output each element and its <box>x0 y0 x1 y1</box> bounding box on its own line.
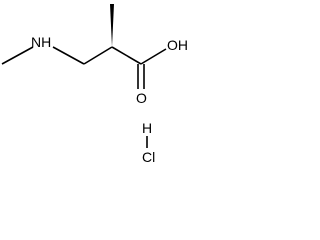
chlorine-label: Cl <box>142 149 155 165</box>
hydrogen-label: H <box>142 120 152 136</box>
carbonyl-oxygen-label: O <box>136 90 147 106</box>
chiral-carboxyl-bond <box>111 46 142 65</box>
nitrogen-methylene-bond <box>52 46 85 65</box>
amine-label: NH <box>31 34 51 50</box>
carbon-hydroxyl-bond <box>140 48 167 65</box>
methylene-chiral-carbon-bond <box>83 46 113 65</box>
methyl-nitrogen-bond <box>1 46 34 65</box>
hydroxyl-label: OH <box>167 37 188 53</box>
methyl-wedge-bond <box>110 4 114 47</box>
molecule-structure-diagram: NH OH O H Cl <box>1 4 188 165</box>
